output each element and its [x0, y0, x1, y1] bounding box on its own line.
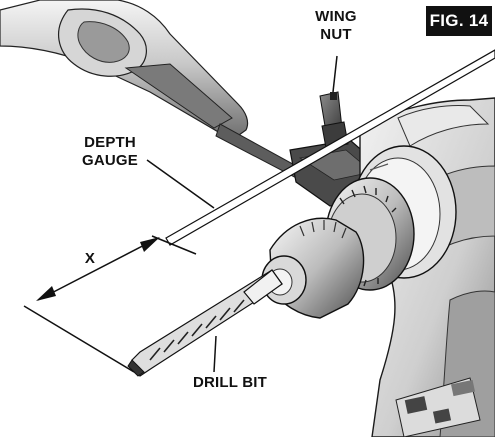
wing-nut-leader: [332, 55, 338, 93]
wing-nut-label: WING NUT: [300, 8, 372, 44]
dimension-x: [23, 235, 197, 373]
dimension-extension-right: [151, 235, 197, 255]
dimension-line: [37, 237, 159, 301]
wing-nut-label-line-1: WING: [315, 8, 357, 25]
depth-gauge-label-line-2: GAUGE: [81, 152, 138, 169]
drill-bit-label: DRILL BIT: [192, 374, 268, 391]
dimension-arrowhead-right: [140, 237, 160, 252]
callout-lines: [146, 55, 338, 373]
side-handle: [0, 0, 305, 183]
drill-bit: [127, 269, 283, 377]
wing-nut-label-line-2: NUT: [320, 26, 352, 43]
figure-number-badge: FIG. 14: [426, 6, 492, 36]
dimension-x-label: X: [84, 250, 96, 267]
depth-gauge-label: DEPTH GAUGE: [70, 134, 150, 170]
chuck: [261, 217, 365, 319]
depth-gauge-leader: [146, 159, 215, 209]
dimension-arrowhead-left: [36, 286, 56, 301]
dimension-extension-left: [23, 305, 135, 373]
depth-gauge-label-line-1: DEPTH: [84, 134, 136, 151]
drill-bit-leader: [213, 335, 217, 373]
